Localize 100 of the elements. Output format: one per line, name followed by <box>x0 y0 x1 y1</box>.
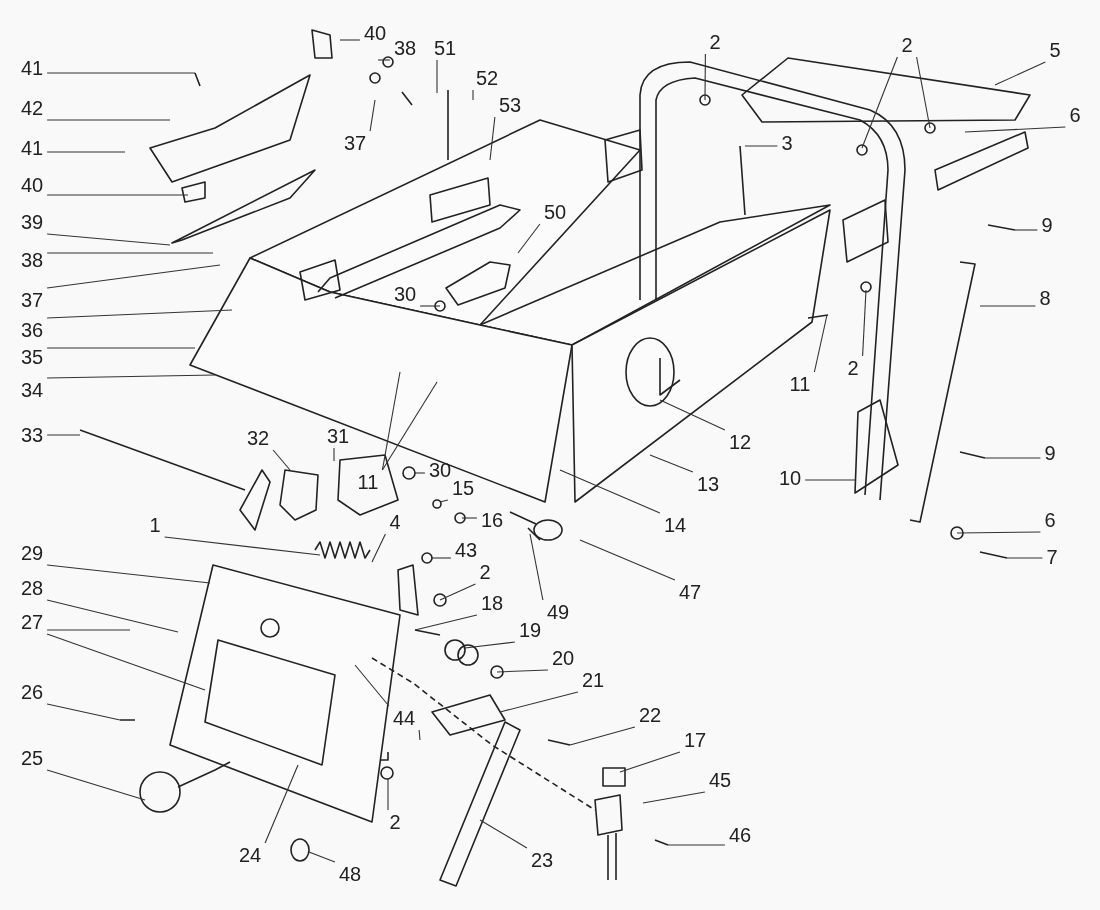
leader-line <box>46 309 233 319</box>
callout-number: 50 <box>543 202 567 222</box>
callout-number: 41 <box>20 58 44 78</box>
callout-number: 43 <box>454 540 478 560</box>
callout-number: 40 <box>363 23 387 43</box>
callout-number: 51 <box>433 38 457 58</box>
leader-line <box>377 59 391 61</box>
leader-line <box>413 472 426 474</box>
callout-number: 6 <box>1069 105 1081 125</box>
leader-line <box>579 539 676 581</box>
callout-number: 24 <box>238 845 262 865</box>
callout-number: 2 <box>709 32 721 52</box>
callout-number: 2 <box>479 562 491 582</box>
callout-number: 36 <box>20 320 44 340</box>
leader-line <box>642 791 706 804</box>
callout-number: 9 <box>1044 443 1056 463</box>
leader-line <box>984 457 1041 459</box>
callout-number: 41 <box>20 138 44 158</box>
leader-line <box>804 479 856 481</box>
leader-line <box>46 434 81 436</box>
leader-line <box>704 53 706 101</box>
callout-number: 53 <box>498 95 522 115</box>
callout-number: 2 <box>847 358 859 378</box>
leader-line <box>46 194 189 196</box>
leader-line <box>619 751 681 773</box>
callout-number: 9 <box>1041 215 1053 235</box>
callout-number: 29 <box>20 543 44 563</box>
callout-number: 52 <box>475 68 499 88</box>
callout-number: 30 <box>393 284 417 304</box>
leader-line <box>46 564 211 584</box>
callout-number: 35 <box>20 347 44 367</box>
leader-line <box>461 517 478 519</box>
callout-number: 3 <box>781 133 793 153</box>
callout-number: 27 <box>20 612 44 632</box>
leader-line <box>46 119 171 121</box>
callout-number: 22 <box>638 705 662 725</box>
leader-line <box>916 56 931 129</box>
leader-line <box>529 533 544 601</box>
leader-line <box>46 72 196 74</box>
leader-line <box>46 769 146 801</box>
callout-number: 19 <box>518 620 542 640</box>
callout-number: 37 <box>343 133 367 153</box>
leader-line <box>964 126 1066 133</box>
callout-number: 44 <box>392 708 416 728</box>
callout-number: 34 <box>20 380 44 400</box>
callout-number: 32 <box>246 428 270 448</box>
callout-number: 46 <box>728 825 752 845</box>
leader-line <box>339 39 361 41</box>
callout-number: 40 <box>20 175 44 195</box>
leader-line <box>496 669 549 673</box>
callout-number: 21 <box>581 670 605 690</box>
leader-line <box>381 381 438 471</box>
leader-line <box>46 347 196 349</box>
leader-line <box>431 557 452 559</box>
leader-line <box>464 641 516 649</box>
callout-number: 20 <box>551 648 575 668</box>
callout-number: 33 <box>20 425 44 445</box>
callout-number: 7 <box>1046 547 1058 567</box>
callout-number: 18 <box>480 593 504 613</box>
leader-line <box>46 633 206 691</box>
leader-line <box>46 264 221 289</box>
leader-line <box>559 469 661 514</box>
callout-number: 5 <box>1049 40 1061 60</box>
leader-line <box>46 629 131 631</box>
callout-number: 14 <box>663 515 687 535</box>
leader-line <box>994 61 1046 86</box>
leader-line <box>46 151 126 153</box>
leader-line <box>744 145 778 147</box>
callout-number: 47 <box>678 582 702 602</box>
leader-line <box>569 726 636 746</box>
leader-line <box>1014 229 1038 231</box>
leader-line <box>369 99 376 132</box>
callout-number: 28 <box>20 578 44 598</box>
leader-line <box>46 599 179 633</box>
leader-line <box>354 664 390 707</box>
leader-line <box>659 399 726 431</box>
leader-line <box>264 764 299 844</box>
leader-line <box>418 729 421 741</box>
leader-line <box>414 614 478 631</box>
callout-number: 30 <box>428 460 452 480</box>
leader-line <box>436 59 438 94</box>
callout-number: 38 <box>393 38 417 58</box>
callout-number: 2 <box>389 812 401 832</box>
callout-number: 1 <box>149 515 161 535</box>
callout-number: 25 <box>20 748 44 768</box>
leader-line <box>649 454 694 473</box>
leader-line <box>499 691 579 713</box>
leader-line <box>46 374 216 379</box>
callout-number: 16 <box>480 510 504 530</box>
leader-line <box>861 56 898 149</box>
callout-number: 10 <box>778 468 802 488</box>
leader-line <box>371 533 386 563</box>
leader-line <box>489 116 496 161</box>
leader-line <box>381 371 401 471</box>
leader-line <box>419 305 441 307</box>
callout-number: 48 <box>338 864 362 884</box>
callout-number: 4 <box>389 512 401 532</box>
callout-number: 13 <box>696 474 720 494</box>
leader-line <box>439 583 476 601</box>
callout-number: 17 <box>683 730 707 750</box>
